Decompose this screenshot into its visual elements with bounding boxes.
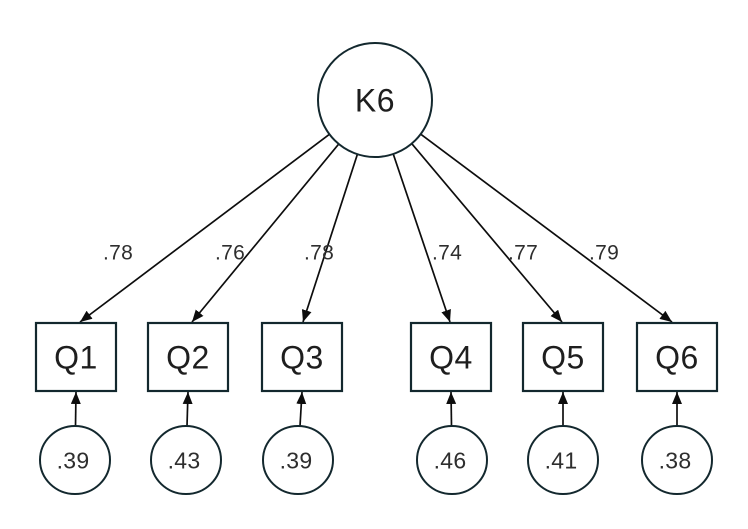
error-label-q1: .39 xyxy=(57,447,90,473)
loading-label-q3: .78 xyxy=(304,242,334,265)
loading-label-q5: .77 xyxy=(508,242,538,265)
error-label-q2: .43 xyxy=(168,447,201,473)
error-label-q5: .41 xyxy=(545,447,578,473)
indicator-box-q3 xyxy=(260,321,344,393)
error-label-q4: .46 xyxy=(434,447,467,473)
indicator-box-q6 xyxy=(635,321,719,393)
indicator-box-q4 xyxy=(409,321,493,393)
loading-edge-q6 xyxy=(374,99,673,323)
error-label-q6: .38 xyxy=(659,447,692,473)
loading-edge-q1 xyxy=(79,99,376,323)
indicator-label-q6: Q6 xyxy=(655,340,699,376)
indicator-label-q1: Q1 xyxy=(54,340,98,376)
error-node-q3 xyxy=(262,425,334,495)
indicator-label-q3: Q3 xyxy=(280,340,324,376)
indicator-box-q2 xyxy=(146,321,230,393)
indicator-box-q5 xyxy=(521,321,605,393)
loading-label-q4: .74 xyxy=(432,242,462,265)
latent-node xyxy=(317,42,433,158)
error-node-q2 xyxy=(150,425,222,495)
latent-label: K6 xyxy=(355,83,395,119)
error-node-q5 xyxy=(527,425,599,495)
error-node-q4 xyxy=(416,425,488,495)
indicator-label-q5: Q5 xyxy=(541,340,585,376)
indicator-label-q2: Q2 xyxy=(166,340,210,376)
indicator-label-q4: Q4 xyxy=(429,340,473,376)
loading-label-q1: .78 xyxy=(103,242,133,265)
error-node-q1 xyxy=(39,425,111,495)
indicator-box-q1 xyxy=(34,321,118,393)
error-node-q6 xyxy=(641,425,713,495)
loading-label-q2: .76 xyxy=(215,242,245,265)
error-label-q3: .39 xyxy=(280,447,313,473)
loading-label-q6: .79 xyxy=(589,242,619,265)
